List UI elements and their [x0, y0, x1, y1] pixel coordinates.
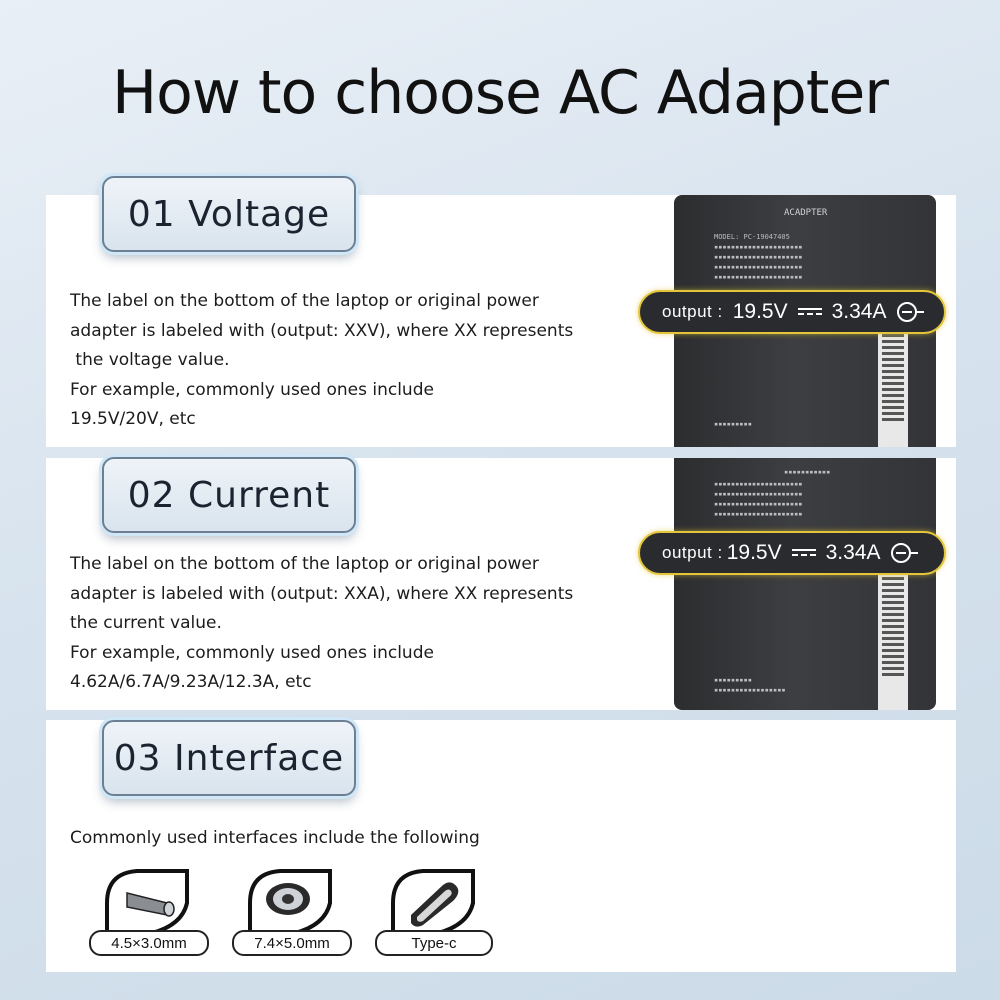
- description-line: adapter is labeled with (output: XXV), w…: [70, 320, 574, 341]
- current-description: The label on the bottom of the laptop or…: [70, 550, 630, 698]
- page-title: How to choose AC Adapter: [112, 58, 889, 128]
- barrel-7-4mm-icon: [248, 869, 332, 935]
- adapter-label-image-bottom: ▪▪▪▪▪▪▪▪▪▪▪ ▪▪▪▪▪▪▪▪▪▪▪▪▪▪▪▪▪▪▪▪▪ ▪▪▪▪▪▪…: [674, 458, 936, 710]
- description-line: adapter is labeled with (output: XXA), w…: [70, 583, 574, 604]
- description-line: The label on the bottom of the laptop or…: [70, 291, 539, 311]
- callout-label: output :: [662, 543, 723, 562]
- description-line: the voltage value.: [70, 350, 230, 370]
- callout-label: output :: [662, 302, 723, 321]
- callout-current: 3.34A: [825, 541, 881, 564]
- barrel-4-5mm-icon: [105, 869, 189, 935]
- adapter-fine-print: ▪▪▪▪▪▪▪▪▪▪▪▪▪▪▪▪▪▪▪▪▪: [714, 500, 803, 508]
- description-line: Commonly used interfaces include the fol…: [70, 828, 480, 848]
- connector-label: 7.4×5.0mm: [232, 930, 352, 956]
- polarity-icon: [896, 302, 924, 322]
- adapter-fine-print: ▪▪▪▪▪▪▪▪▪: [714, 676, 752, 684]
- description-line: For example, commonly used ones include: [70, 379, 434, 400]
- callout-voltage: 19.5V: [732, 300, 788, 323]
- adapter-fine-print: ▪▪▪▪▪▪▪▪▪▪▪▪▪▪▪▪▪▪▪▪▪: [714, 510, 803, 518]
- adapter-fine-print: ▪▪▪▪▪▪▪▪▪▪▪▪▪▪▪▪▪▪▪▪▪: [714, 253, 803, 261]
- adapter-fine-print: ▪▪▪▪▪▪▪▪▪▪▪▪▪▪▪▪▪▪▪▪▪: [714, 480, 803, 488]
- adapter-fine-print: ▪▪▪▪▪▪▪▪▪▪▪▪▪▪▪▪▪▪▪▪▪: [714, 490, 803, 498]
- adapter-fine-print: ▪▪▪▪▪▪▪▪▪: [714, 420, 752, 428]
- current-output-callout: output : 19.5V 3.34A: [638, 531, 946, 575]
- interface-description: Commonly used interfaces include the fol…: [70, 824, 630, 854]
- connector-label: 4.5×3.0mm: [89, 930, 209, 956]
- adapter-label-title: ACADPTER: [784, 208, 828, 218]
- barcode-strip: [878, 325, 908, 447]
- description-line: 19.5V/20V, etc: [70, 409, 196, 429]
- interface-heading: 03 Interface: [102, 720, 356, 796]
- usb-c-icon: [391, 869, 475, 935]
- adapter-fine-print: ▪▪▪▪▪▪▪▪▪▪▪▪▪▪▪▪▪: [714, 686, 786, 694]
- callout-current: 3.34A: [831, 300, 887, 323]
- adapter-fine-print: ▪▪▪▪▪▪▪▪▪▪▪▪▪▪▪▪▪▪▪▪▪: [714, 243, 803, 251]
- description-line: the current value.: [70, 613, 222, 633]
- description-line: For example, commonly used ones include: [70, 642, 434, 663]
- voltage-output-callout: output : 19.5V 3.34A: [638, 290, 946, 334]
- adapter-fine-print: ▪▪▪▪▪▪▪▪▪▪▪: [784, 468, 831, 476]
- adapter-fine-print: ▪▪▪▪▪▪▪▪▪▪▪▪▪▪▪▪▪▪▪▪▪: [714, 263, 803, 271]
- callout-voltage: 19.5V: [726, 541, 782, 564]
- polarity-icon: [890, 543, 918, 563]
- adapter-label-model: MODEL: PC-19047405: [714, 233, 790, 241]
- current-heading: 02 Current: [102, 457, 356, 533]
- connector-label: Type-c: [375, 930, 493, 956]
- dc-symbol-icon: [791, 548, 816, 558]
- dc-symbol-icon: [797, 307, 822, 317]
- barcode-strip: [878, 568, 908, 710]
- voltage-description: The label on the bottom of the laptop or…: [70, 287, 630, 435]
- description-line: The label on the bottom of the laptop or…: [70, 554, 539, 574]
- adapter-fine-print: ▪▪▪▪▪▪▪▪▪▪▪▪▪▪▪▪▪▪▪▪▪: [714, 273, 803, 281]
- description-line: 4.62A/6.7A/9.23A/12.3A, etc: [70, 672, 312, 692]
- voltage-heading: 01 Voltage: [102, 176, 356, 252]
